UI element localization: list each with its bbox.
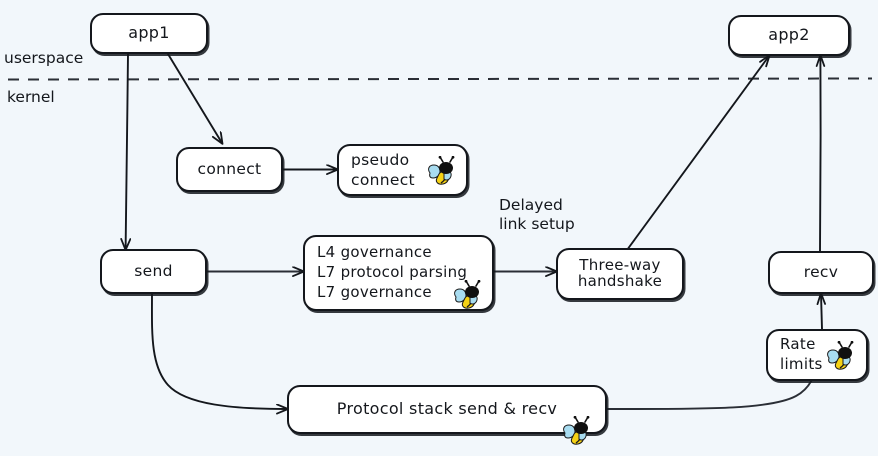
node-send-label: send: [134, 262, 173, 281]
node-recv-label: recv: [803, 263, 839, 282]
edge-recv-app2: [815, 54, 826, 252]
node-governance[interactable]: L4 governance L7 protocol parsing L7 gov…: [303, 235, 494, 311]
kernel-label: kernel: [7, 88, 55, 106]
node-rate-limits-label: Rate limits: [780, 335, 823, 373]
delayed-link-setup-annotation: Delayed link setup: [499, 196, 575, 233]
edge-app1-send: [126, 53, 128, 249]
node-three-way-handshake-label: Three-way handshake: [577, 256, 663, 290]
node-app2[interactable]: app2: [728, 15, 850, 56]
node-governance-label: L4 governance L7 protocol parsing L7 gov…: [317, 243, 468, 301]
node-pseudo-connect[interactable]: pseudo connect: [337, 144, 468, 196]
bee-icon: [823, 341, 857, 371]
bee-icon: [450, 280, 484, 310]
node-app2-label: app2: [768, 25, 810, 45]
node-app1[interactable]: app1: [90, 13, 208, 54]
edge-ratelimits-recv: [816, 292, 826, 330]
node-connect[interactable]: connect: [176, 147, 283, 192]
node-three-way-handshake[interactable]: Three-way handshake: [556, 248, 684, 300]
node-connect-label: connect: [197, 160, 262, 179]
kernel-boundary-line: [7, 77, 873, 81]
userspace-label: userspace: [4, 49, 84, 67]
bee-icon: [424, 156, 458, 186]
edge-handshake-app2: [626, 54, 771, 251]
node-protocol-stack[interactable]: Protocol stack send & recv: [287, 385, 607, 445]
node-rate-limits[interactable]: Rate limits: [766, 329, 868, 381]
edge-app1-connect: [167, 53, 222, 143]
node-send[interactable]: send: [100, 249, 207, 294]
node-pseudo-connect-label: pseudo connect: [351, 150, 415, 189]
bee-icon: [559, 416, 593, 446]
node-protocol-stack-label: Protocol stack send & recv: [336, 399, 558, 419]
node-recv[interactable]: recv: [768, 251, 874, 294]
edge-send-protocolstack: [150, 292, 287, 409]
node-app1-label: app1: [128, 23, 170, 43]
